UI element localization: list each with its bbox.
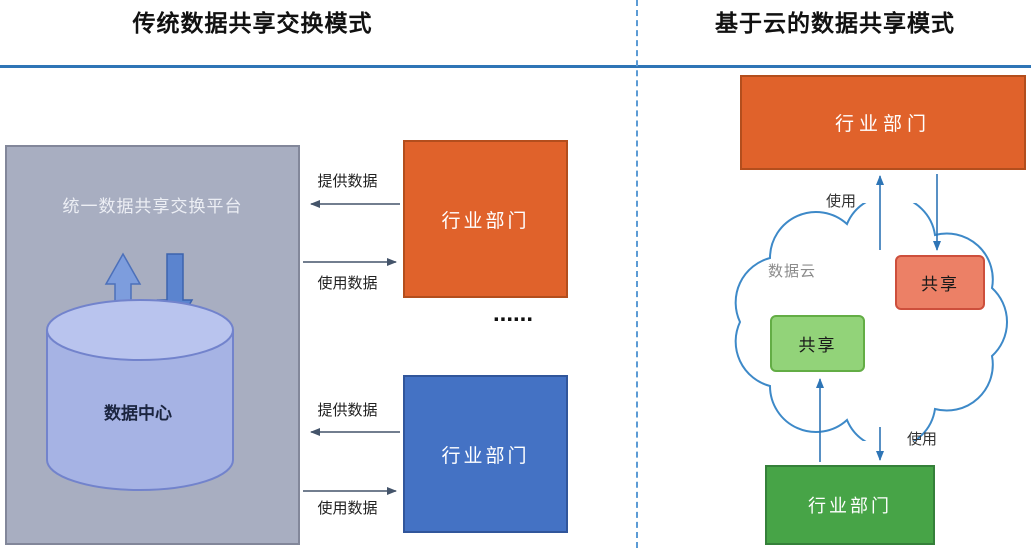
cloud-label: 数据云: [767, 263, 816, 280]
share-label: 共享: [921, 275, 959, 294]
left-panel-title: 传统数据共享交换模式: [132, 10, 373, 36]
database-cylinder-icon: [46, 299, 234, 491]
ellipsis: ......: [492, 300, 533, 327]
department-label: 行业部门: [441, 210, 530, 232]
department-box-top-right: 行业部门: [740, 75, 1026, 170]
share-box-red: 共享: [895, 255, 985, 310]
cylinder-top: [46, 299, 234, 361]
panel-divider: [636, 0, 638, 548]
department-label: 行业部门: [834, 114, 931, 135]
use-label-bottom-right: 使用: [906, 431, 937, 448]
header-rule: [0, 65, 1031, 68]
provide-data-label-top: 提供数据: [317, 173, 378, 190]
use-data-label-bottom: 使用数据: [317, 500, 378, 517]
department-label: 行业部门: [808, 496, 892, 516]
provide-data-label-bottom: 提供数据: [317, 402, 378, 419]
platform-label: 统一数据共享交换平台: [62, 197, 243, 216]
department-box-top-left: 行业部门: [403, 140, 568, 298]
use-label-top-right: 使用: [825, 193, 856, 210]
department-box-bottom-left: 行业部门: [403, 375, 568, 533]
department-box-bottom-right: 行业部门: [765, 465, 935, 545]
cylinder-body: [46, 330, 234, 491]
data-cloud-icon: [734, 203, 1009, 441]
right-panel-title: 基于云的数据共享模式: [715, 10, 955, 36]
department-label: 行业部门: [441, 445, 530, 467]
data-center-label: 数据中心: [104, 404, 172, 423]
share-label: 共享: [798, 336, 837, 355]
use-data-label-top: 使用数据: [317, 275, 378, 292]
share-box-green: 共享: [770, 315, 865, 372]
